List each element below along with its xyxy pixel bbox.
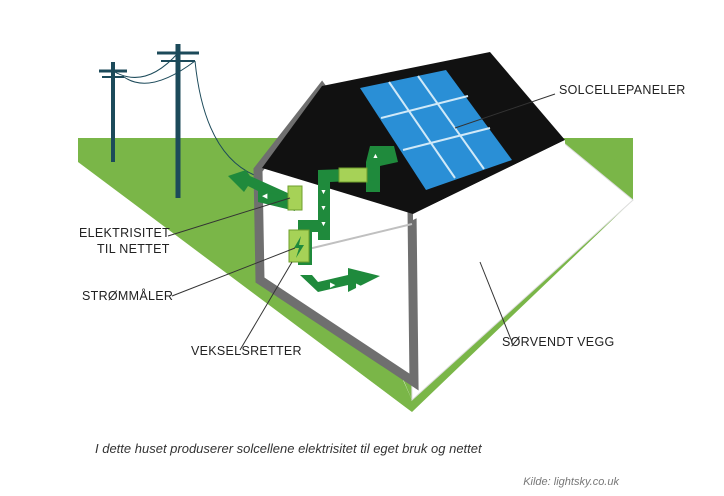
svg-text:▶: ▶ bbox=[356, 283, 362, 290]
svg-text:▶: ▶ bbox=[330, 282, 336, 289]
label-grid-1: ELEKTRISITET bbox=[79, 226, 170, 240]
roof-edge bbox=[413, 140, 565, 220]
power-pole-icon bbox=[99, 44, 263, 198]
lightning-bolt-icon bbox=[294, 236, 304, 258]
svg-text:◀: ◀ bbox=[262, 193, 268, 200]
leader-lines bbox=[167, 93, 556, 351]
floor-line bbox=[295, 223, 413, 253]
svg-text:▼: ▼ bbox=[320, 189, 327, 196]
svg-text:▼: ▼ bbox=[320, 221, 327, 228]
label-grid-2: TIL NETTET bbox=[97, 242, 170, 256]
label-meter: STRØMMÅLER bbox=[82, 288, 173, 303]
svg-text:▼: ▼ bbox=[320, 205, 327, 212]
label-inverter: VEKSELSRETTER bbox=[191, 344, 302, 358]
label-wall: SØRVENDT VEGG bbox=[502, 335, 615, 349]
label-panels: SOLCELLEPANELER bbox=[559, 83, 686, 97]
meter-box bbox=[287, 185, 303, 211]
svg-text:▲: ▲ bbox=[372, 153, 379, 160]
solar-panel-icon bbox=[360, 70, 512, 190]
caption: I dette huset produserer solcellene elek… bbox=[95, 441, 482, 456]
flow-ticks: ▲ ▼ ▼ ▼ ▶ ▶ ◀ bbox=[262, 153, 379, 290]
junction-box bbox=[338, 167, 368, 183]
source-credit: Kilde: lightsky.co.uk bbox=[523, 476, 619, 488]
energy-flow bbox=[228, 146, 398, 292]
inverter-box bbox=[288, 229, 310, 263]
